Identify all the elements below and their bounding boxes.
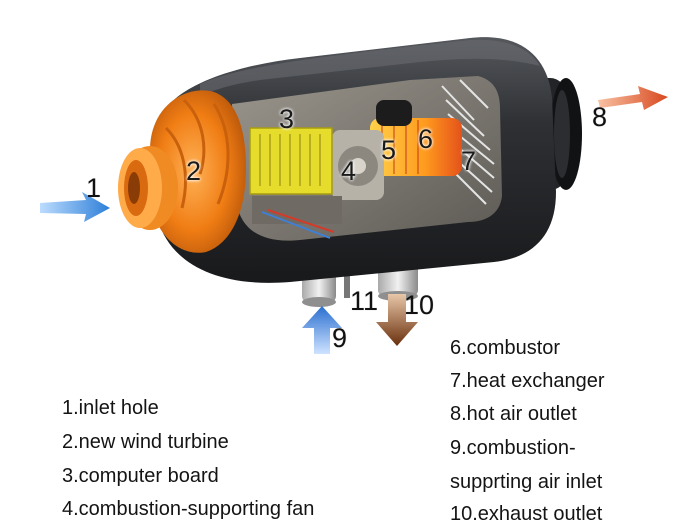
callout-7: 7: [461, 146, 477, 176]
callout-6: 6: [418, 124, 434, 154]
legend-item-10: 10.exhaust outlet: [450, 503, 603, 525]
legend-item-9-continued: supprting air inlet: [450, 471, 603, 493]
legend-item-3: 3.computer board: [62, 465, 219, 487]
legend-item-7: 7.heat exchanger: [450, 370, 605, 392]
heat-exchanger-fins: [441, 79, 495, 205]
legend-item-2: 2.new wind turbine: [62, 431, 229, 453]
legend-item-1: 1.inlet hole: [62, 397, 159, 419]
inlet-hole: [118, 146, 178, 230]
callout-4: 4: [341, 156, 357, 186]
callout-8: 8: [592, 102, 608, 132]
computer-board: [249, 127, 342, 239]
combustion-air-arrow: [302, 306, 342, 354]
hot-air-arrow: [598, 86, 668, 110]
callout-2: 2: [186, 156, 202, 186]
exhaust-arrow: [376, 294, 418, 346]
combustor-chamber: [370, 118, 462, 176]
callout-10: 10: [404, 290, 435, 320]
callout-3: 3: [279, 104, 295, 134]
callout-1: 1: [86, 173, 102, 203]
inlet-air-arrow: [40, 192, 110, 222]
callout-11: 11: [350, 286, 379, 316]
wind-turbine: [150, 90, 246, 253]
legend-item-6: 6.combustor: [450, 337, 561, 359]
callout-9: 9: [332, 323, 348, 353]
combustion-fan: [332, 100, 412, 200]
callout-5: 5: [381, 135, 397, 165]
legend-item-4: 4.combustion-supporting fan: [62, 498, 315, 520]
legend-item-9: 9.combustion-: [450, 437, 576, 459]
legend-item-8: 8.hot air outlet: [450, 403, 577, 425]
